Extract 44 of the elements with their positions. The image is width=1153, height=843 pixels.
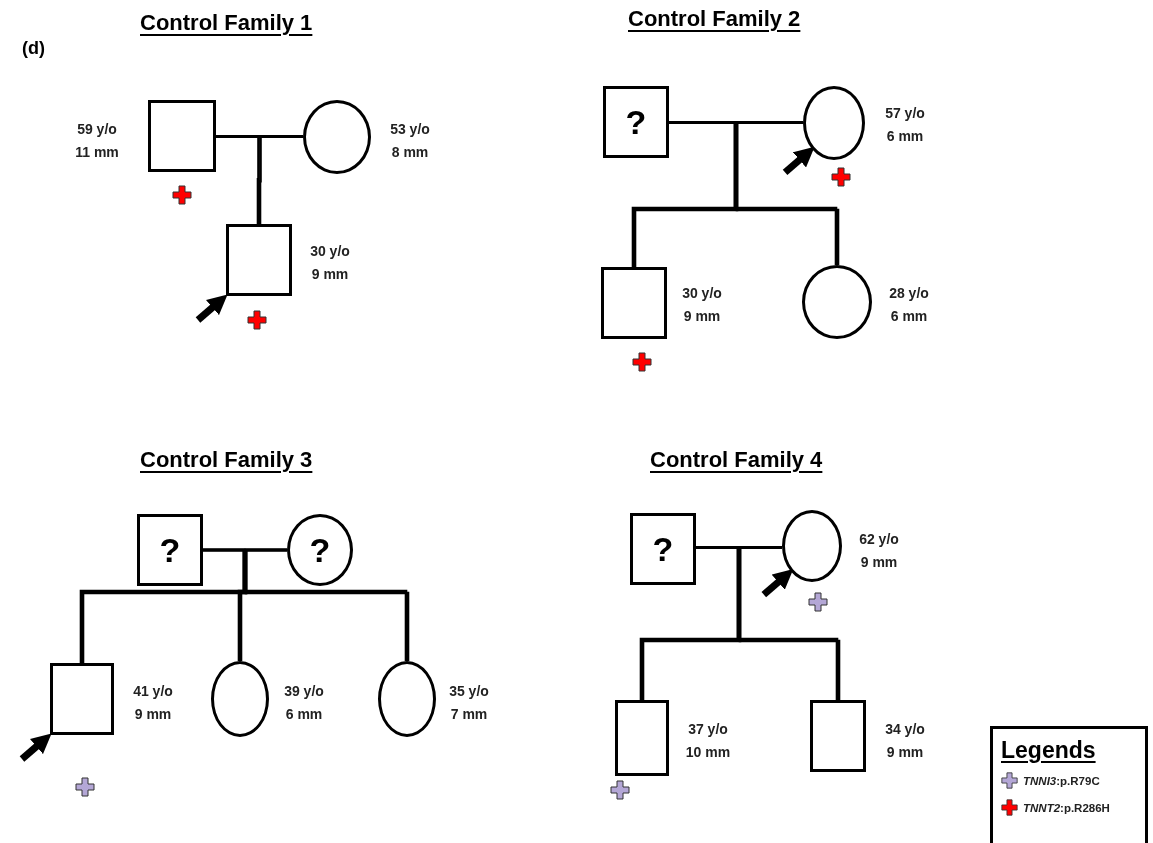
male-square [615, 700, 669, 776]
age-measurement-text: 34 y/o 9 mm [884, 720, 926, 762]
proband-arrow [782, 146, 815, 176]
age-measurement-text: 30 y/o 9 mm [681, 284, 723, 326]
descent-line [738, 546, 841, 700]
age-measurement-text: 35 y/o 7 mm [448, 682, 490, 724]
legend-text: TNNT2:p.R286H [1023, 801, 1110, 814]
proband-arrow [19, 733, 52, 762]
male-square [148, 100, 216, 172]
unknown-status-mark: ? [652, 532, 674, 566]
legend-text: TNNI3:p.R79C [1023, 774, 1100, 787]
age-measurement-text: 37 y/o 10 mm [684, 720, 732, 762]
family-title: Control Family 3 [140, 447, 313, 473]
unknown-status-mark: ? [159, 533, 181, 567]
male-square [630, 513, 696, 585]
age-measurement-text: 41 y/o 9 mm [132, 682, 174, 724]
male-square [226, 224, 292, 296]
age-measurement-text: 53 y/o 8 mm [389, 120, 431, 162]
proband-arrow [761, 569, 794, 598]
descent-line [735, 121, 840, 265]
male-square [137, 514, 203, 586]
partner-line [696, 546, 782, 549]
panel-label: (d) [22, 38, 45, 59]
partner-line [669, 121, 803, 124]
partner-line [203, 548, 287, 552]
age-measurement-text: 28 y/o 6 mm [888, 284, 930, 326]
male-square [50, 663, 114, 735]
male-square [601, 267, 667, 339]
age-measurement-text: 59 y/o 11 mm [74, 120, 120, 162]
age-measurement-text: 62 y/o 9 mm [858, 530, 900, 572]
unknown-status-mark: ? [625, 105, 647, 139]
age-measurement-text: 57 y/o 6 mm [884, 104, 926, 146]
family-title: Control Family 1 [140, 10, 313, 36]
family-title: Control Family 4 [650, 447, 823, 473]
proband-arrow [195, 294, 228, 323]
partner-line [216, 135, 303, 138]
unknown-status-mark: ? [309, 533, 331, 567]
family-title: Control Family 2 [628, 6, 801, 32]
age-measurement-text: 30 y/o 9 mm [309, 242, 351, 284]
female-circle [782, 510, 842, 582]
legend-title: Legends [1001, 737, 1096, 764]
age-measurement-text: 39 y/o 6 mm [283, 682, 325, 724]
male-square [810, 700, 866, 772]
male-square [603, 86, 669, 158]
